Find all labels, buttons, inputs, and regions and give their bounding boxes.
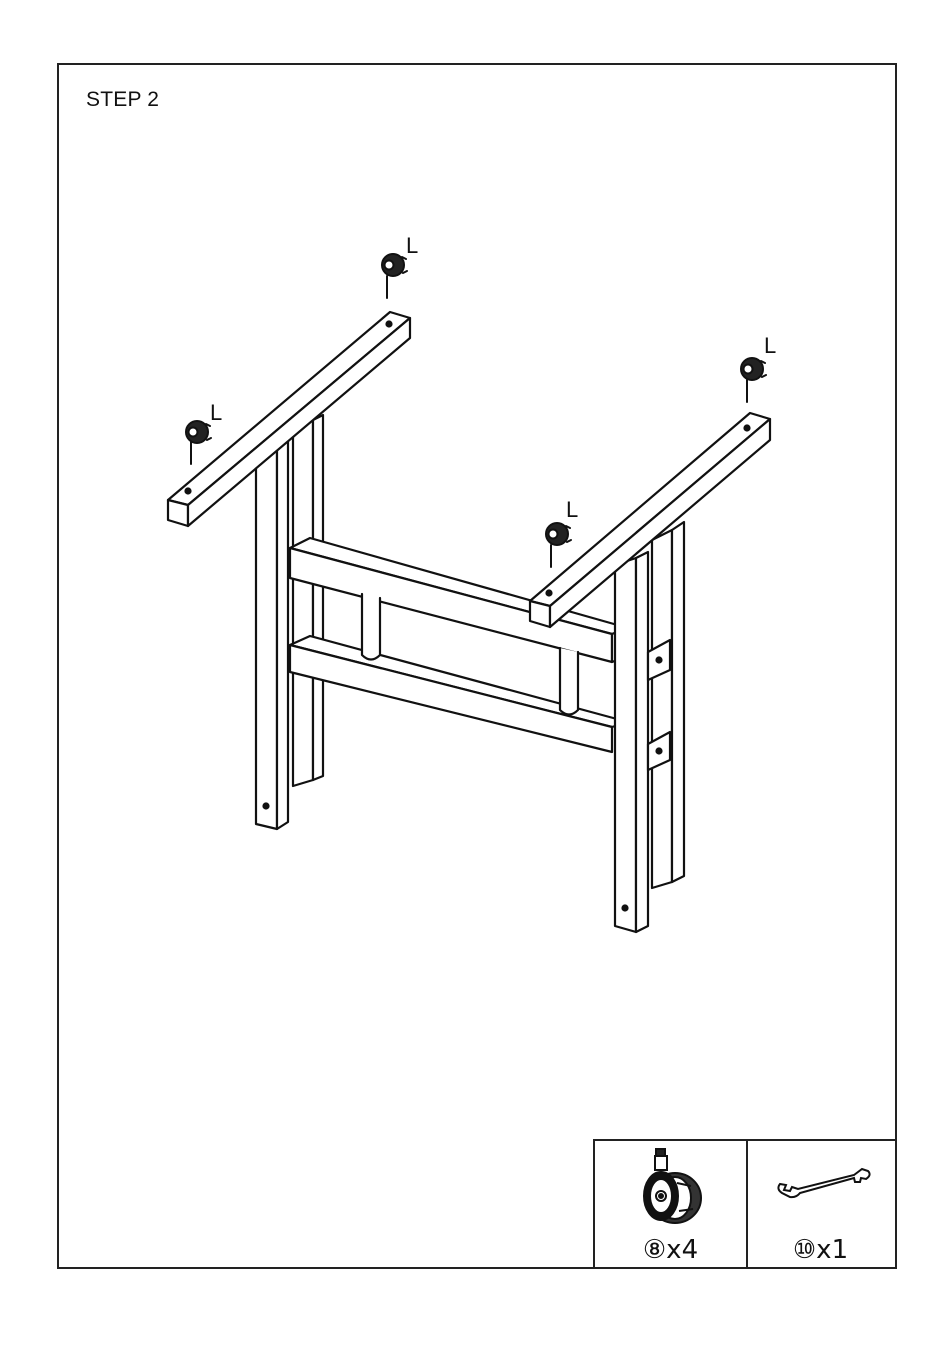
callout-top-center: L [406,233,418,258]
caster-top-center [382,254,407,298]
callout-center: L [566,497,578,522]
dowel-right [560,648,578,715]
wrench-icon [746,1141,895,1236]
caster-center [546,523,571,567]
left-back-leg [293,415,323,786]
part-wrench-label: ⑩x1 [746,1235,895,1265]
callout-top-right: L [764,333,776,358]
callout-top-left: L [210,400,222,425]
part-caster: ⑧x4 [595,1141,748,1267]
right-front-leg [615,552,648,932]
caster-wheel-icon [595,1141,746,1236]
parts-list: ⑧x4 ⑩x1 [593,1139,897,1269]
right-back-leg [652,522,684,888]
part-wrench: ⑩x1 [746,1141,895,1267]
left-front-leg [256,440,288,829]
dowel-left [362,594,380,660]
caster-top-right [741,358,766,402]
caster-top-left [186,421,211,464]
part-caster-label: ⑧x4 [595,1235,746,1265]
